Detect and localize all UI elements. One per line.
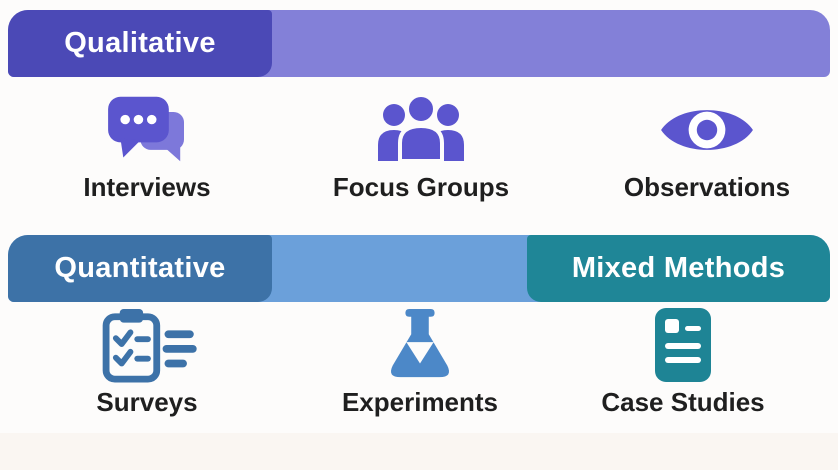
quantitative-tab-label: Quantitative — [54, 252, 226, 284]
method-label-focus-groups: Focus Groups — [332, 172, 510, 202]
eye-icon — [658, 92, 756, 168]
method-observations: Observations — [587, 92, 827, 203]
quantitative-tab: Quantitative — [8, 235, 272, 302]
qualitative-tab-label: Qualitative — [64, 27, 216, 59]
quantitative-mixed-banner-bar: Quantitative Mixed Methods — [8, 235, 830, 302]
people-group-icon — [372, 92, 470, 168]
document-icon — [652, 307, 714, 383]
qualitative-banner-bar: Qualitative — [8, 10, 830, 77]
method-label-case-studies: Case Studies — [601, 387, 765, 417]
clipboard-checklist-icon — [97, 307, 197, 383]
flask-icon — [380, 307, 460, 383]
method-surveys: Surveys — [27, 307, 267, 418]
mixed-methods-tab-label: Mixed Methods — [571, 252, 786, 284]
method-experiments: Experiments — [300, 307, 540, 418]
method-label-interviews: Interviews — [83, 172, 211, 202]
mixed-methods-tab: Mixed Methods — [527, 235, 830, 302]
method-case-studies: Case Studies — [563, 307, 803, 418]
method-label-surveys: Surveys — [96, 387, 198, 417]
chat-bubbles-icon — [103, 92, 191, 168]
method-label-experiments: Experiments — [341, 387, 499, 417]
qualitative-tab: Qualitative — [8, 10, 272, 77]
method-label-observations: Observations — [623, 172, 791, 202]
method-interviews: Interviews — [27, 92, 267, 203]
footer-strip — [0, 433, 838, 470]
method-focus-groups: Focus Groups — [301, 92, 541, 203]
